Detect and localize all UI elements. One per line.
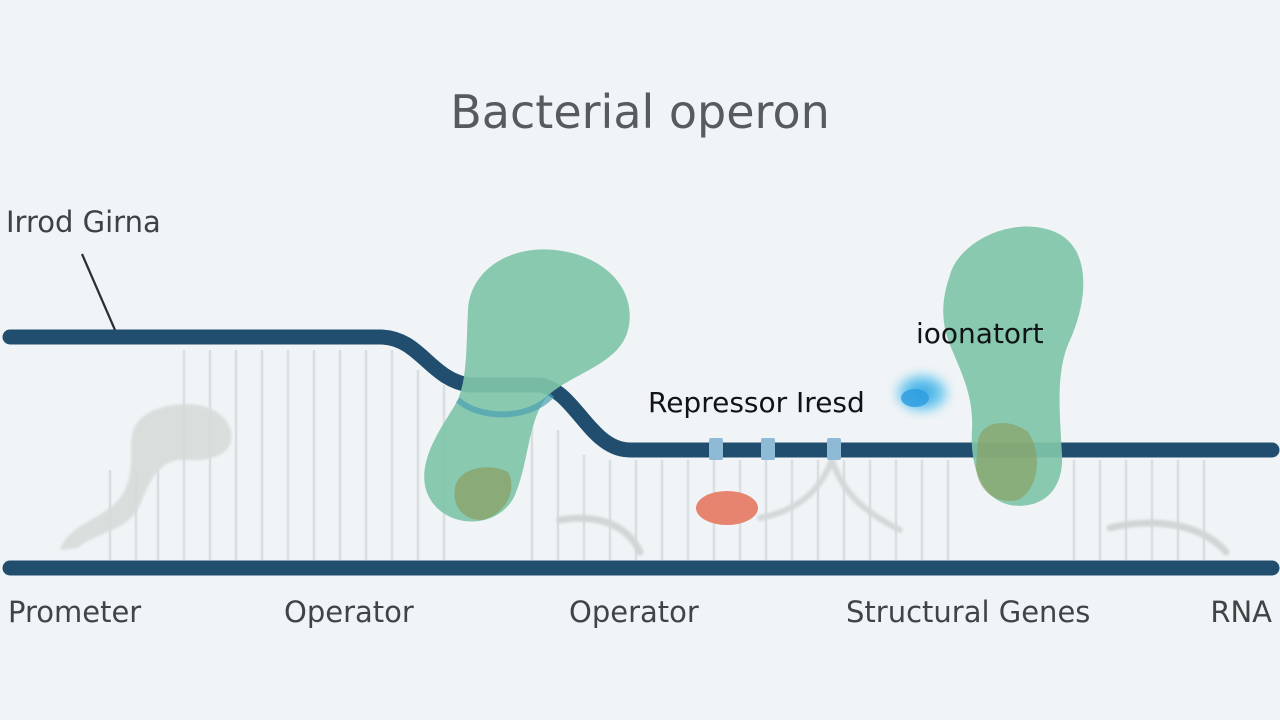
ghost-arch <box>757 451 903 533</box>
label-operator-1: Operator <box>284 595 414 629</box>
operator-ticks <box>709 438 841 460</box>
callout-repressor: Repressor Iresd <box>648 386 865 419</box>
diagram-title: Bacterial operon <box>450 85 830 139</box>
ghost-strand-mid <box>556 514 644 556</box>
repressor-protein-left <box>424 249 630 522</box>
callout-pointer <box>80 253 117 331</box>
ghost-shapes <box>60 404 1230 556</box>
label-rna: RNA <box>1210 595 1272 629</box>
callout-top-left: Irrod Girna <box>6 205 161 239</box>
protein-right <box>943 226 1084 506</box>
inducer-core <box>901 389 929 407</box>
rna-polymerase-marker <box>696 491 758 525</box>
callout-right-upper: ioonatort <box>916 317 1044 350</box>
ghost-strand-right <box>1106 519 1230 556</box>
ghost-protein-left <box>60 404 232 550</box>
label-structural-genes: Structural Genes <box>846 595 1090 629</box>
label-operator-2: Operator <box>569 595 699 629</box>
label-promoter: Prometer <box>8 595 141 629</box>
